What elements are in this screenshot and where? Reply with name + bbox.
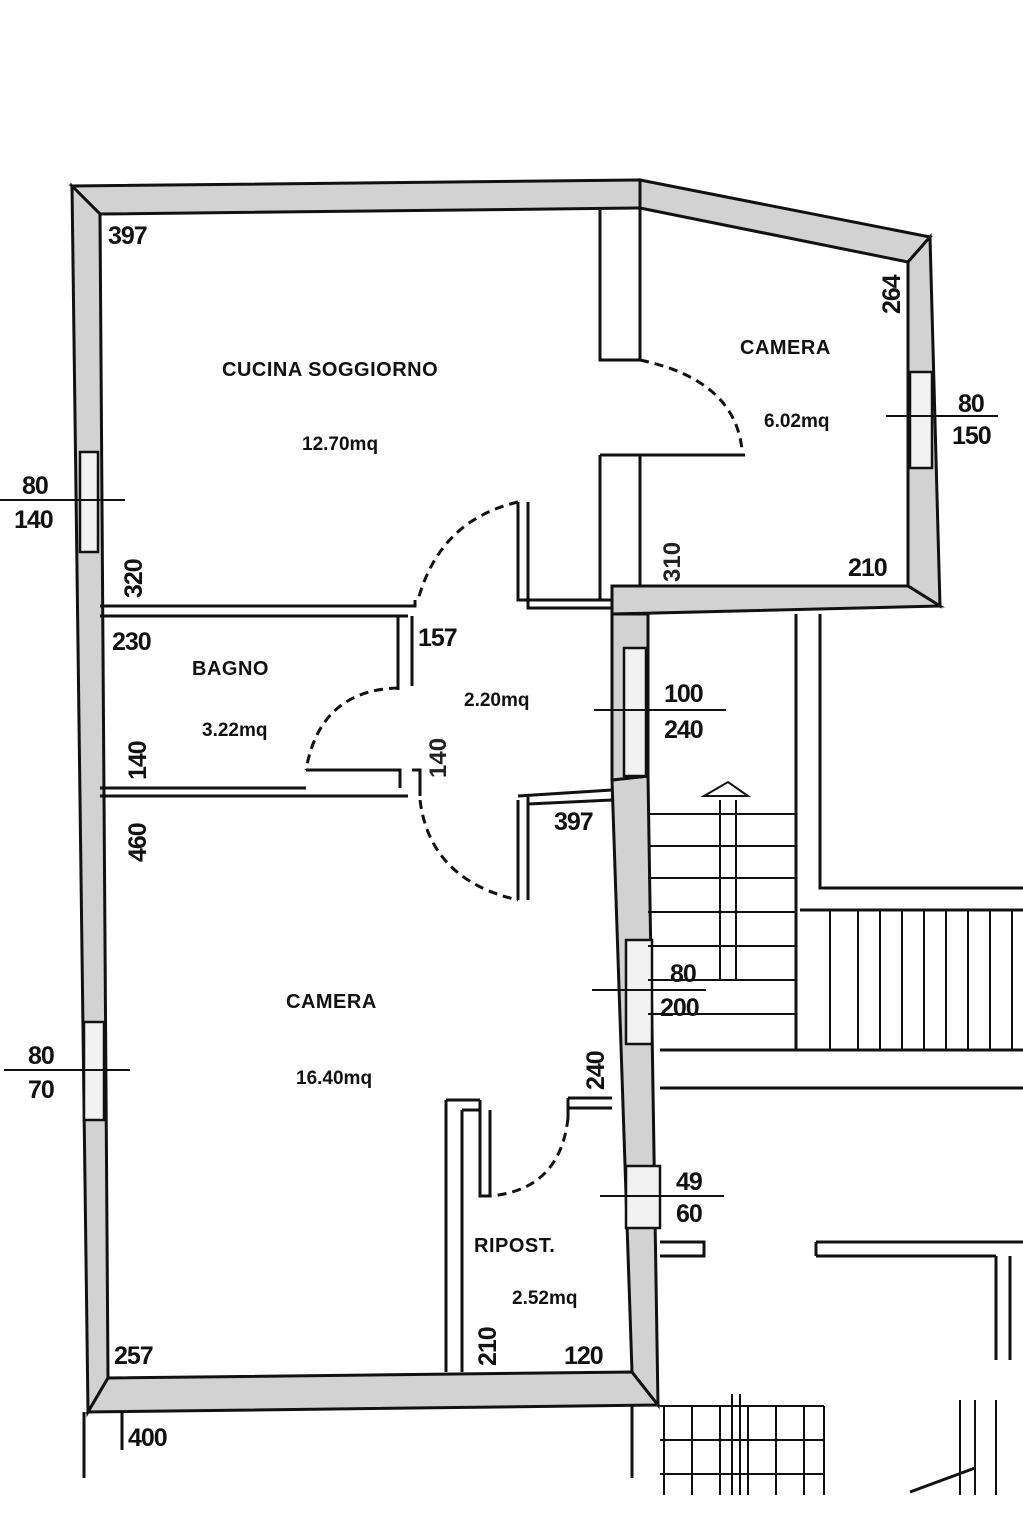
dimension-labels: 397 264 320 310 210 230 157 140 140 460 … xyxy=(108,222,906,1452)
opening-right-top-height: 150 xyxy=(952,422,991,450)
wall-left xyxy=(70,182,110,1418)
dim-400: 400 xyxy=(128,1424,167,1452)
opening-small-height: 60 xyxy=(676,1200,702,1228)
window-left-top xyxy=(78,450,100,554)
opening-left-top-width: 80 xyxy=(22,472,48,500)
window-right-top xyxy=(908,370,934,470)
door-camera xyxy=(418,799,519,902)
doors xyxy=(304,358,744,1198)
room-area-disimpegno: 2.20mq xyxy=(464,690,529,711)
opening-labels: 80 140 80 150 100 240 80 200 80 70 49 60 xyxy=(14,390,992,1228)
window-stairs xyxy=(624,938,654,1046)
wall-top-slant xyxy=(638,178,933,264)
dim-397-mid: 397 xyxy=(554,808,593,836)
room-area-camera-top: 6.02mq xyxy=(764,411,829,432)
dim-310: 310 xyxy=(659,542,686,582)
stair-treads-horizontal xyxy=(829,910,1013,1050)
dim-120: 120 xyxy=(564,1342,603,1370)
door-cucina xyxy=(416,500,519,601)
dim-240: 240 xyxy=(582,1051,610,1090)
wall-right-lower xyxy=(610,774,660,1410)
interior-walls xyxy=(100,208,745,1372)
wall-bagno xyxy=(100,616,422,798)
room-name-camera-top: CAMERA xyxy=(740,337,831,359)
window-dimension-lines xyxy=(0,415,998,1197)
wall-bottom xyxy=(85,1370,662,1414)
room-name-camera-main: CAMERA xyxy=(286,991,377,1013)
dim-140-door: 140 xyxy=(425,738,452,778)
wall-hall-lower xyxy=(516,788,613,900)
opening-stairs-width: 80 xyxy=(670,960,696,988)
room-name-cucina: CUCINA SOGGIORNO xyxy=(222,359,438,381)
opening-small-width: 49 xyxy=(676,1168,702,1196)
windows xyxy=(78,370,934,1230)
dim-140-bagno: 140 xyxy=(124,741,152,780)
room-area-bagno: 3.22mq xyxy=(202,720,267,741)
wall-ripostiglio xyxy=(444,1096,612,1372)
lower-left-lines xyxy=(82,1405,976,1494)
room-name-bagno: BAGNO xyxy=(192,658,269,680)
opening-right-top-width: 80 xyxy=(958,390,984,418)
opening-stairs-height: 200 xyxy=(660,994,699,1022)
room-area-ripostiglio: 2.52mq xyxy=(512,1288,577,1309)
dim-460: 460 xyxy=(124,823,152,862)
stair-outline xyxy=(660,614,1023,1090)
stairwell xyxy=(82,614,1023,1495)
wall-top xyxy=(68,178,642,216)
dim-210-rip: 210 xyxy=(474,1327,502,1366)
dim-157: 157 xyxy=(418,624,457,652)
wall-camera-bottom xyxy=(610,584,946,616)
room-area-cucina: 12.70mq xyxy=(302,434,378,455)
wall-cucina-camera xyxy=(598,208,745,600)
door-ripostiglio xyxy=(489,1117,570,1198)
opening-mid-height: 240 xyxy=(664,716,703,744)
room-name-ripostiglio: RIPOST. xyxy=(474,1235,555,1257)
window-mid xyxy=(622,646,648,778)
opening-mid-width: 100 xyxy=(664,680,703,708)
room-area-camera-main: 16.40mq xyxy=(296,1068,372,1089)
wall-cucina-bottom xyxy=(100,502,612,618)
dim-264: 264 xyxy=(878,274,906,314)
dim-320: 320 xyxy=(120,559,148,598)
landing-lines xyxy=(660,1240,1023,1360)
stair-treads-vertical xyxy=(648,800,796,1015)
dim-257: 257 xyxy=(114,1342,153,1370)
stair-arrow xyxy=(700,780,752,797)
dim-230: 230 xyxy=(112,628,151,656)
opening-left-top-height: 140 xyxy=(14,506,53,534)
lower-railing xyxy=(660,1394,997,1495)
door-cucina-camera xyxy=(639,358,744,451)
opening-left-bottom-height: 70 xyxy=(28,1076,54,1104)
room-labels: CUCINA SOGGIORNO 12.70mq CAMERA 6.02mq B… xyxy=(192,337,831,1309)
dim-210-camera: 210 xyxy=(848,554,887,582)
dim-397-top: 397 xyxy=(108,222,147,250)
opening-left-bottom-width: 80 xyxy=(28,1042,54,1070)
door-bagno xyxy=(304,686,399,771)
